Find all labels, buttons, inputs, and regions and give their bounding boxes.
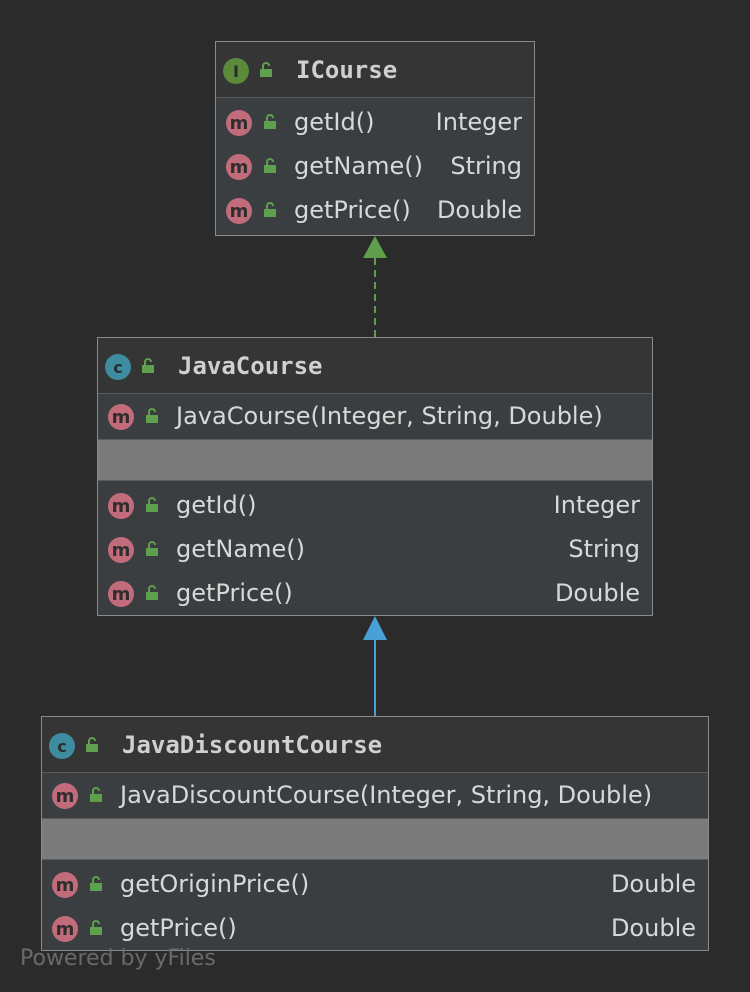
method-return-type: Integer [553, 491, 640, 519]
method-name: getPrice() [176, 579, 293, 607]
public-lock-icon [90, 920, 102, 935]
public-lock-icon [90, 787, 102, 802]
javacourse-node[interactable]: c JavaCourse m JavaCourse(Integer, Strin… [97, 337, 653, 616]
fields-section [42, 819, 708, 860]
method-row[interactable]: m getPrice() Double [216, 188, 534, 232]
class-icon: c [49, 733, 75, 759]
method-row[interactable]: m getPrice() Double [42, 906, 708, 950]
method-name: getPrice() [120, 914, 237, 942]
public-lock-icon [264, 202, 276, 217]
interface-icon: I [223, 58, 249, 84]
method-return-type: Double [610, 870, 696, 898]
icourse-methods: m getId() Integer m getName() String m g… [216, 98, 534, 232]
public-lock-icon [146, 408, 158, 423]
public-lock-icon [146, 585, 158, 600]
yfiles-watermark: Powered by yFiles [20, 946, 216, 971]
method-return-type: String [568, 535, 640, 563]
method-return-type: Double [436, 196, 522, 224]
generalization-arrowhead [363, 616, 387, 640]
method-icon: m [226, 110, 252, 136]
method-icon: m [108, 404, 134, 430]
method-row[interactable]: m getId() Integer [98, 483, 652, 527]
method-icon: m [226, 154, 252, 180]
method-row[interactable]: m getName() String [216, 144, 534, 188]
method-return-type: Double [554, 579, 640, 607]
method-row[interactable]: m getPrice() Double [98, 571, 652, 615]
icourse-node[interactable]: I ICourse m getId() Integer m getName() … [215, 41, 535, 236]
method-icon: m [52, 872, 78, 898]
method-icon: m [108, 537, 134, 563]
method-icon: m [52, 783, 78, 809]
class-icon: c [105, 354, 131, 380]
javadiscountcourse-title: JavaDiscountCourse [122, 731, 383, 759]
method-name: getId() [176, 491, 257, 519]
javadiscountcourse-node[interactable]: c JavaDiscountCourse m JavaDiscountCours… [41, 716, 709, 951]
method-icon: m [108, 581, 134, 607]
method-name: getOriginPrice() [120, 870, 310, 898]
method-return-type: Double [610, 914, 696, 942]
method-row[interactable]: m getId() Integer [216, 100, 534, 144]
javadiscountcourse-header: c JavaDiscountCourse [42, 717, 708, 773]
method-icon: m [52, 916, 78, 942]
public-lock-icon [86, 737, 98, 752]
method-name: getName() [294, 152, 423, 180]
javacourse-title: JavaCourse [178, 352, 323, 380]
javacourse-header: c JavaCourse [98, 338, 652, 394]
public-lock-icon [146, 497, 158, 512]
method-name: getName() [176, 535, 305, 563]
constructor-signature: JavaDiscountCourse(Integer, String, Doub… [120, 781, 653, 809]
method-icon: m [108, 493, 134, 519]
method-return-type: Integer [435, 108, 522, 136]
method-icon: m [226, 198, 252, 224]
public-lock-icon [142, 358, 154, 373]
method-row[interactable]: m getName() String [98, 527, 652, 571]
public-lock-icon [146, 541, 158, 556]
public-lock-icon [260, 62, 272, 77]
constructor-signature: JavaCourse(Integer, String, Double) [176, 402, 603, 430]
method-name: getId() [294, 108, 375, 136]
constructor-row[interactable]: m JavaDiscountCourse(Integer, String, Do… [42, 773, 708, 819]
method-return-type: String [450, 152, 522, 180]
method-name: getPrice() [294, 196, 411, 224]
realization-arrowhead [363, 236, 387, 258]
public-lock-icon [264, 158, 276, 173]
public-lock-icon [264, 114, 276, 129]
icourse-header: I ICourse [216, 42, 534, 98]
javadiscountcourse-methods: m getOriginPrice() Double m getPrice() D… [42, 860, 708, 950]
public-lock-icon [90, 876, 102, 891]
icourse-title: ICourse [296, 56, 398, 84]
fields-section [98, 440, 652, 481]
method-row[interactable]: m getOriginPrice() Double [42, 862, 708, 906]
constructor-row[interactable]: m JavaCourse(Integer, String, Double) [98, 394, 652, 440]
javacourse-methods: m getId() Integer m getName() String m g… [98, 481, 652, 615]
